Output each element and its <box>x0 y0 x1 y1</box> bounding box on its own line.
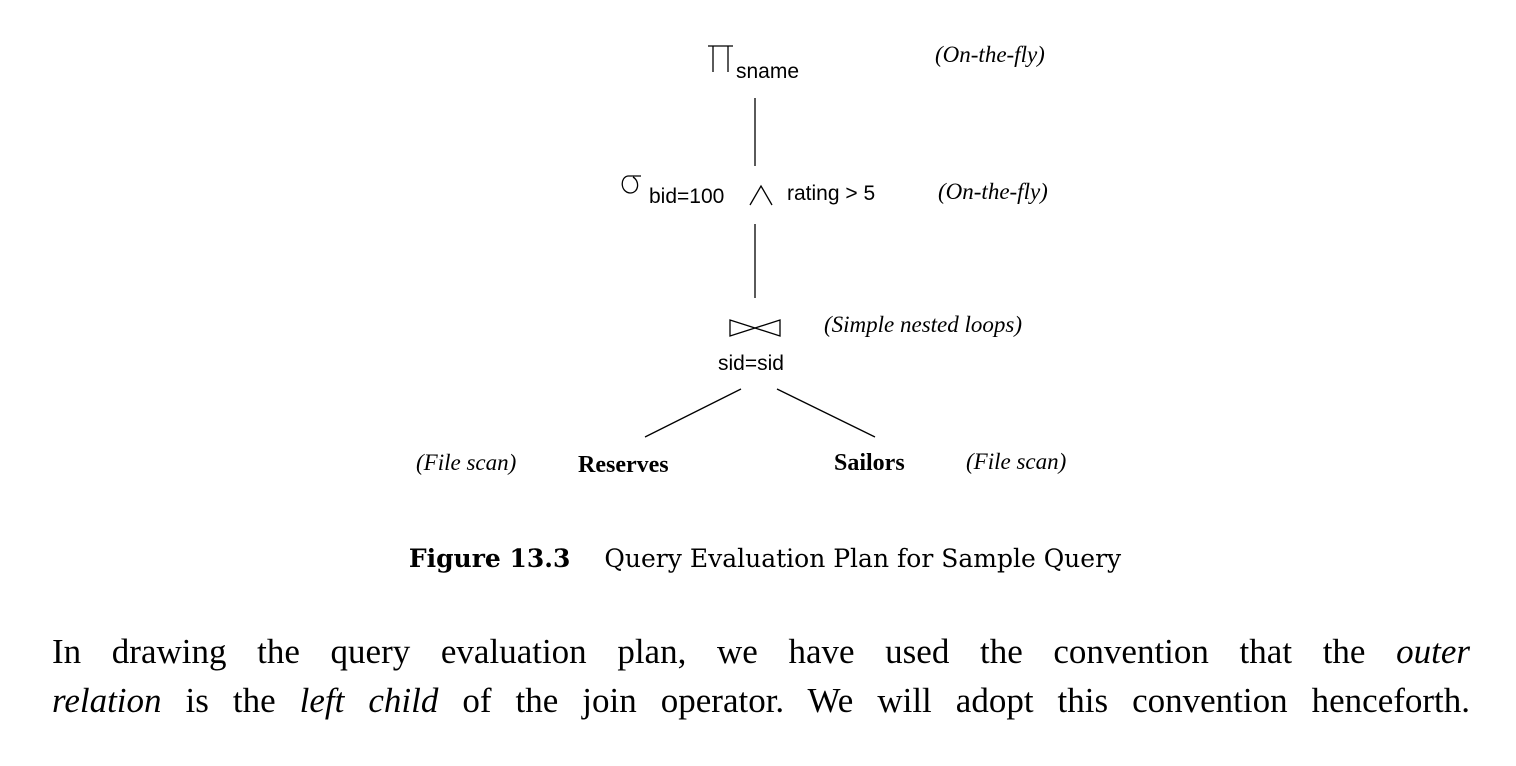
paragraph-line2-text-a: is the <box>185 681 276 720</box>
plan-edges <box>621 45 876 438</box>
reserves-relation: Reserves <box>578 452 669 478</box>
paragraph-line1-text: In drawing the query evaluation plan, we… <box>52 632 1366 671</box>
edge-join-reserves <box>644 388 742 438</box>
projection-annotation: (On-the-fly) <box>935 42 1045 67</box>
sailors-annotation: (File scan) <box>966 449 1067 474</box>
paragraph-line-1: In drawing the query evaluation plan, we… <box>52 632 1470 672</box>
join-annotation: (Simple nested loops) <box>824 312 1023 337</box>
emphasis-left-child: left child <box>299 681 439 720</box>
selection-condition-left: bid=100 <box>649 185 725 208</box>
paragraph-line-2: relation is the left child of the join o… <box>52 681 1470 721</box>
selection-annotation: (On-the-fly) <box>938 179 1048 204</box>
and-symbol <box>749 184 773 206</box>
selection-symbol <box>621 175 641 194</box>
join-condition: sid=sid <box>718 352 784 375</box>
emphasis-relation: relation <box>52 681 162 720</box>
selection-condition-right: rating > 5 <box>787 182 876 205</box>
projection-subscript: sname <box>736 60 800 83</box>
figure-caption: Figure 13.3 Query Evaluation Plan for Sam… <box>0 544 1516 573</box>
paragraph-line2-text-b: of the join operator. We will adopt this… <box>462 681 1471 720</box>
figure-caption-text: Query Evaluation Plan for Sample Query <box>604 544 1122 573</box>
edge-join-sailors <box>776 388 876 438</box>
sailors-relation: Sailors <box>834 450 905 476</box>
join-symbol <box>729 319 781 337</box>
figure-label: Figure 13.3 <box>408 544 571 573</box>
reserves-annotation: (File scan) <box>416 450 517 475</box>
emphasis-outer: outer <box>1396 632 1470 671</box>
projection-symbol <box>708 45 733 72</box>
